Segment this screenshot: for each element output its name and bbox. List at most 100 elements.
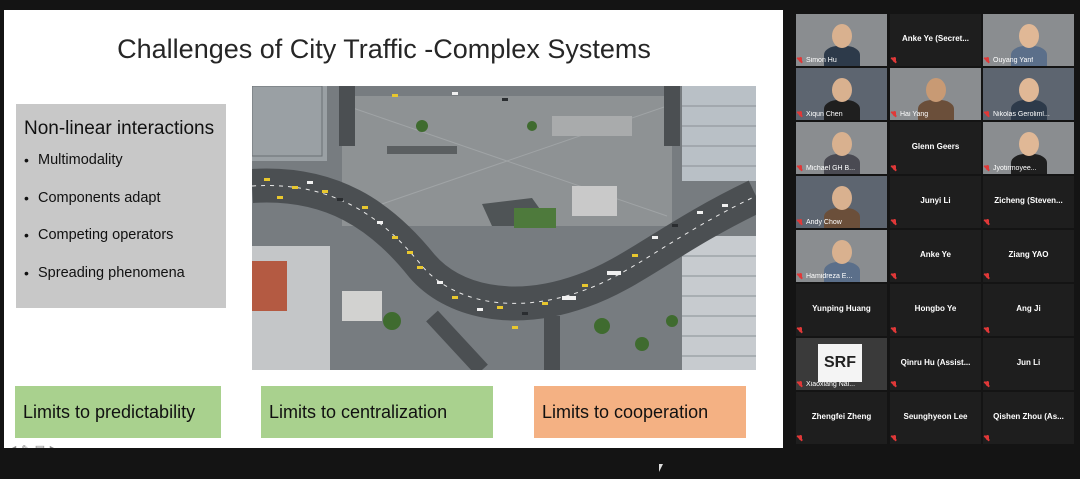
bullet-box: Non-linear interactions •Multimodality •… bbox=[16, 104, 226, 308]
participant-name: Yunping Huang bbox=[812, 304, 871, 313]
muted-mic-icon bbox=[892, 111, 898, 117]
muted-mic-icon bbox=[798, 219, 804, 225]
mouse-cursor-icon bbox=[659, 464, 667, 472]
muted-mic-icon bbox=[892, 435, 898, 441]
muted-mic-icon bbox=[798, 273, 804, 279]
participant-tile[interactable]: Jun Li bbox=[983, 338, 1074, 390]
participant-tile[interactable]: Hai Yang bbox=[890, 68, 981, 120]
participant-avatar-body bbox=[918, 100, 954, 120]
muted-mic-icon bbox=[892, 273, 898, 279]
previous-slide-icon[interactable]: ◀ bbox=[6, 444, 18, 448]
participant-avatar-face bbox=[1019, 78, 1039, 102]
bullet-item: •Competing operators bbox=[24, 227, 174, 243]
participant-avatar-face bbox=[1019, 132, 1039, 156]
muted-mic-icon bbox=[892, 57, 898, 63]
muted-mic-icon bbox=[798, 435, 804, 441]
participant-tile[interactable]: Qishen Zhou (As... bbox=[983, 392, 1074, 444]
muted-mic-icon bbox=[985, 219, 991, 225]
participant-tile[interactable]: Michael GH B... bbox=[796, 122, 887, 174]
participant-name: Ouyang Yanf bbox=[993, 57, 1034, 64]
participant-tile[interactable]: Nikolas Geroliml... bbox=[983, 68, 1074, 120]
participant-name: Michael GH B... bbox=[806, 165, 856, 172]
aerial-traffic-photo bbox=[252, 86, 756, 370]
muted-mic-icon bbox=[985, 57, 991, 63]
participant-tile[interactable]: Xiqun Chen bbox=[796, 68, 887, 120]
participant-tile[interactable]: Simon Hu bbox=[796, 14, 887, 66]
participant-name: Ziang YAO bbox=[1008, 250, 1049, 259]
muted-mic-icon bbox=[798, 381, 804, 387]
muted-mic-icon bbox=[985, 111, 991, 117]
participant-avatar-body bbox=[824, 262, 860, 282]
participant-avatar-face bbox=[832, 132, 852, 156]
participant-avatar-face bbox=[832, 186, 852, 210]
muted-mic-icon bbox=[798, 165, 804, 171]
participant-name: Andy Chow bbox=[806, 219, 842, 226]
bullet-heading: Non-linear interactions bbox=[24, 118, 215, 139]
participant-name: Zhengfei Zheng bbox=[811, 412, 872, 421]
slide-nav-toolbar: ◀ ✎ ▤ ▶ bbox=[6, 444, 60, 448]
pen-icon[interactable]: ✎ bbox=[20, 444, 32, 448]
participant-name: Jyotirmoyee... bbox=[993, 165, 1037, 172]
participant-name: Qishen Zhou (As... bbox=[993, 412, 1064, 421]
muted-mic-icon bbox=[985, 165, 991, 171]
participant-avatar-face bbox=[832, 24, 852, 48]
muted-mic-icon bbox=[892, 327, 898, 333]
participant-name: Junyi Li bbox=[920, 196, 951, 205]
participant-avatar-body bbox=[1011, 46, 1047, 66]
participant-tile[interactable]: Hongbo Ye bbox=[890, 284, 981, 336]
limit-cooperation-box: Limits to cooperation bbox=[534, 386, 746, 438]
muted-mic-icon bbox=[985, 327, 991, 333]
participant-tile[interactable]: Hamidreza E... bbox=[796, 230, 887, 282]
participant-avatar-face bbox=[1019, 24, 1039, 48]
menu-icon[interactable]: ▤ bbox=[34, 444, 46, 448]
muted-mic-icon bbox=[798, 57, 804, 63]
muted-mic-icon bbox=[798, 327, 804, 333]
participant-avatar-body bbox=[824, 154, 860, 174]
participant-name: Ang Ji bbox=[1016, 304, 1041, 313]
participant-name: Hongbo Ye bbox=[914, 304, 957, 313]
participant-name: Simon Hu bbox=[806, 57, 837, 64]
participant-tile[interactable]: Seunghyeon Lee bbox=[890, 392, 981, 444]
slide-title: Challenges of City Traffic -Complex Syst… bbox=[117, 34, 651, 64]
participant-tile[interactable]: Ang Ji bbox=[983, 284, 1074, 336]
participant-avatar-body bbox=[824, 100, 860, 120]
next-slide-icon[interactable]: ▶ bbox=[48, 444, 60, 448]
participant-name: Qinru Hu (Assist... bbox=[900, 358, 971, 367]
participant-name: Anke Ye (Secret... bbox=[902, 34, 969, 43]
limit-centralization-box: Limits to centralization bbox=[261, 386, 493, 438]
participant-logo: SRF bbox=[818, 344, 862, 382]
participant-tile[interactable]: Anke Ye (Secret... bbox=[890, 14, 981, 66]
participant-tile[interactable]: Jyotirmoyee... bbox=[983, 122, 1074, 174]
participant-name: Jun Li bbox=[1016, 358, 1041, 367]
participant-tile[interactable]: Glenn Geers bbox=[890, 122, 981, 174]
participant-tile[interactable]: Ziang YAO bbox=[983, 230, 1074, 282]
participant-tile[interactable]: Yunping Huang bbox=[796, 284, 887, 336]
muted-mic-icon bbox=[892, 165, 898, 171]
participant-avatar-body bbox=[1011, 100, 1047, 120]
muted-mic-icon bbox=[985, 381, 991, 387]
participant-name: Nikolas Geroliml... bbox=[993, 111, 1050, 118]
participant-name: Hai Yang bbox=[900, 111, 929, 118]
participant-tile[interactable]: Andy Chow bbox=[796, 176, 887, 228]
participant-name: Glenn Geers bbox=[911, 142, 960, 151]
participant-avatar-face bbox=[832, 78, 852, 102]
participant-tile[interactable]: Ouyang Yanf bbox=[983, 14, 1074, 66]
muted-mic-icon bbox=[985, 273, 991, 279]
participant-name: Zicheng (Steven... bbox=[994, 196, 1063, 205]
participant-name: Seunghyeon Lee bbox=[903, 412, 968, 421]
muted-mic-icon bbox=[798, 111, 804, 117]
participant-tile[interactable]: Zhengfei Zheng bbox=[796, 392, 887, 444]
bullet-item: •Spreading phenomena bbox=[24, 264, 185, 281]
muted-mic-icon bbox=[892, 219, 898, 225]
participant-tile[interactable]: Junyi Li bbox=[890, 176, 981, 228]
participant-name: Xiqun Chen bbox=[806, 111, 843, 118]
participant-tile[interactable]: Qinru Hu (Assist... bbox=[890, 338, 981, 390]
participant-avatar-body bbox=[1011, 154, 1047, 174]
muted-mic-icon bbox=[892, 381, 898, 387]
participant-avatar-face bbox=[926, 78, 946, 102]
participant-avatar-body bbox=[824, 208, 860, 228]
participant-tile[interactable]: Anke Ye bbox=[890, 230, 981, 282]
participant-tile[interactable]: Zicheng (Steven... bbox=[983, 176, 1074, 228]
